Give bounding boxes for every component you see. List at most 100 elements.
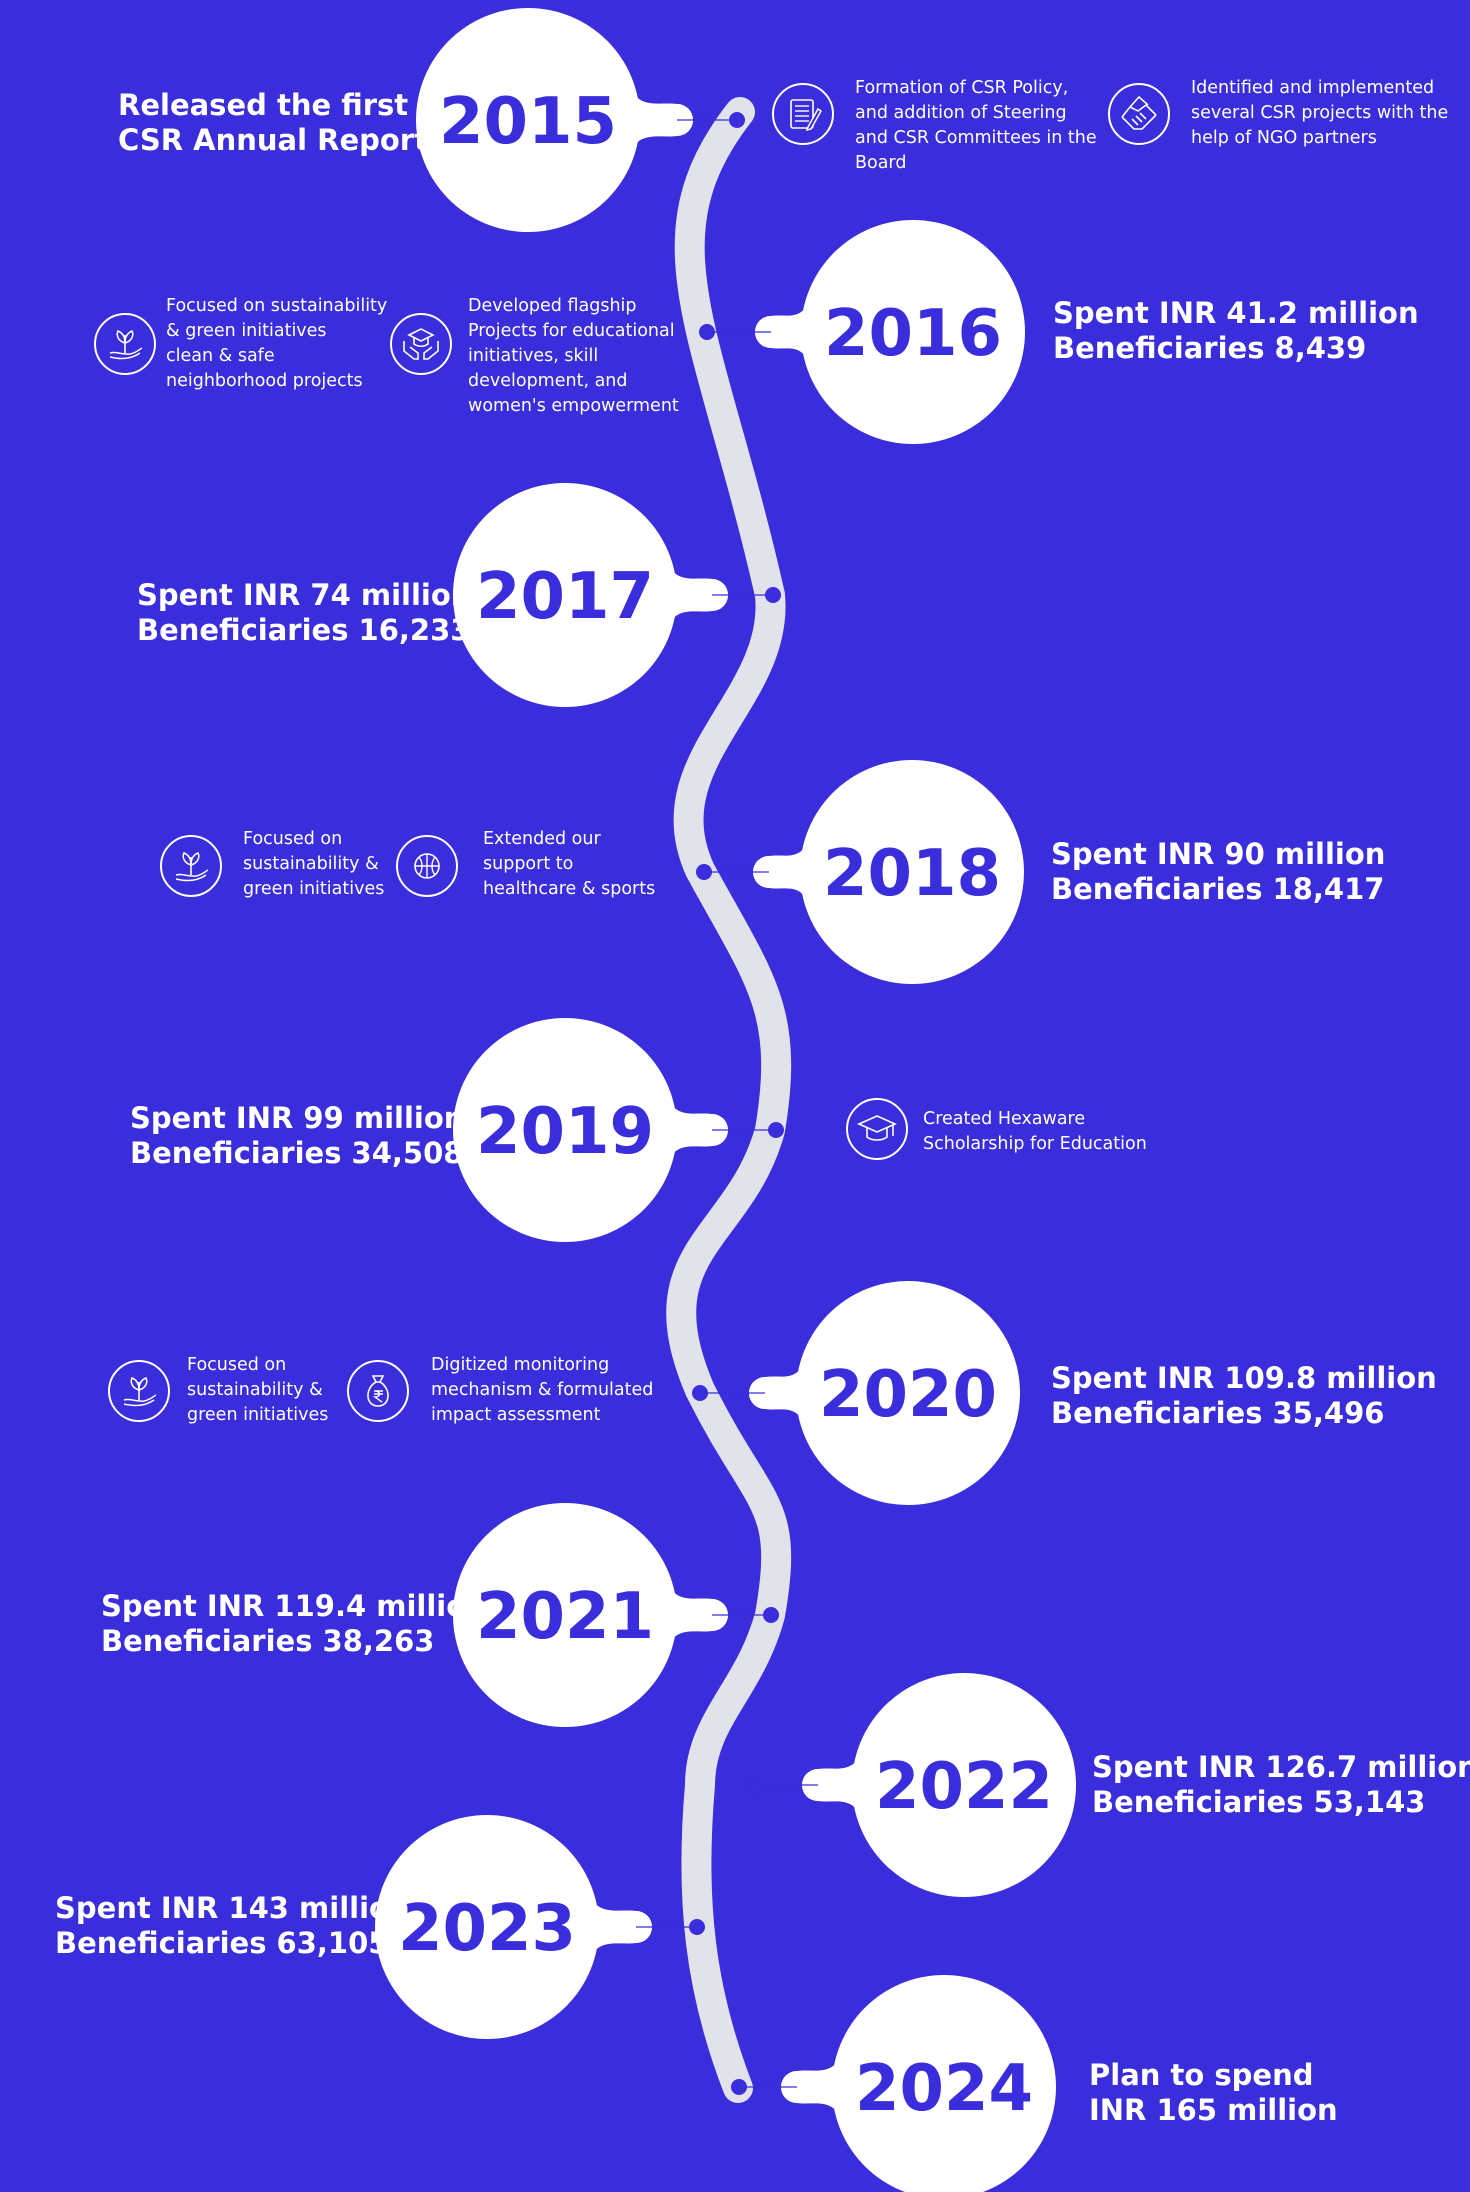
note-line: and addition of Steering: [855, 103, 1067, 123]
note-line: Scholarship for Education: [923, 1134, 1147, 1154]
year-circle: [416, 8, 640, 232]
summary-line: INR 165 million: [1089, 2093, 1338, 2127]
year-circle: [801, 220, 1025, 444]
milestone-note: Digitized monitoring mechanism & formulat…: [431, 1353, 653, 1428]
milestone-2023: 2023: [375, 1815, 705, 2039]
summary-line: Beneficiaries 16,233: [137, 613, 471, 647]
milestone-2021: 2021: [453, 1503, 779, 1727]
note-line: sustainability &: [187, 1380, 323, 1400]
year-circle: [796, 1281, 1020, 1505]
milestone-note: Extended our support to healthcare & sport…: [483, 827, 655, 902]
timeline-node: [765, 587, 781, 603]
year-circle: [852, 1673, 1076, 1897]
summary-line: CSR Annual Report: [118, 123, 428, 157]
timeline-node: [689, 1919, 705, 1935]
plant-hand-icon: [108, 1360, 170, 1422]
plant-hand-icon: [94, 313, 156, 375]
note-line: several CSR projects with the: [1191, 103, 1449, 123]
summary-line: Beneficiaries 38,263: [101, 1624, 435, 1658]
summary-line: Spent INR 126.7 million: [1092, 1750, 1470, 1784]
year-circle: [453, 1503, 677, 1727]
note-line: mechanism & formulated: [431, 1380, 654, 1400]
note-line: support to: [483, 854, 574, 874]
graduation-hands-icon: [390, 313, 452, 375]
year-label: 2021: [476, 1580, 654, 1654]
milestone-note: Identified and implemented several CSR pr…: [1191, 76, 1448, 151]
note-line: green initiatives: [243, 879, 385, 899]
handshake-icon: [1108, 83, 1170, 145]
year-circle: [453, 1018, 677, 1242]
year-label: 2020: [819, 1358, 997, 1432]
note-line: women's empowerment: [468, 396, 679, 416]
milestone-2020: 2020: [692, 1281, 1020, 1505]
year-label: 2017: [476, 560, 654, 634]
note-line: initiatives, skill: [468, 346, 599, 366]
timeline-node: [763, 1607, 779, 1623]
milestone-note: Focused on sustainability & green initiati…: [187, 1353, 328, 1428]
note-line: Created Hexaware: [923, 1109, 1086, 1129]
note-line: & green initiatives: [166, 321, 327, 341]
year-circle: [375, 1815, 599, 2039]
plant-hand-icon: [160, 835, 222, 897]
year-label: 2022: [875, 1750, 1053, 1824]
note-line: Focused on sustainability: [166, 296, 388, 316]
timeline-node: [729, 112, 745, 128]
note-line: and CSR Committees in the: [855, 128, 1097, 148]
milestone-2016: 2016: [699, 220, 1025, 444]
timeline-node: [696, 864, 712, 880]
summary-line: Spent INR 41.2 million: [1053, 296, 1419, 330]
note-line: Developed flagship: [468, 296, 637, 316]
note-line: Formation of CSR Policy,: [855, 78, 1069, 98]
year-circle: [453, 483, 677, 707]
timeline-node: [731, 2079, 747, 2095]
summary-line: Beneficiaries 53,143: [1092, 1785, 1426, 1819]
summary-line: Spent INR 74 million: [137, 578, 472, 612]
year-label: 2023: [398, 1892, 576, 1966]
note-line: Board: [855, 153, 907, 173]
summary-line: Plan to spend: [1089, 2058, 1314, 2092]
summary-line: Spent INR 90 million: [1051, 837, 1386, 871]
note-line: green initiatives: [187, 1405, 329, 1425]
summary-line: Beneficiaries 34,508: [130, 1136, 464, 1170]
milestone-2019: 2019: [453, 1018, 784, 1242]
summary-line: Released the first: [118, 88, 409, 122]
note-line: Projects for educational: [468, 321, 675, 341]
summary-line: Beneficiaries 35,496: [1051, 1396, 1385, 1430]
summary-line: Spent INR 143 million: [55, 1891, 410, 1925]
ball-icon: [396, 835, 458, 897]
note-line: help of NGO partners: [1191, 128, 1377, 148]
timeline-node: [699, 324, 715, 340]
milestone-note: Formation of CSR Policy, and addition of …: [855, 76, 1097, 176]
year-label: 2019: [476, 1095, 654, 1169]
money-bag-icon: [347, 1360, 409, 1422]
note-line: Focused on: [243, 829, 343, 849]
timeline-node: [745, 1777, 761, 1793]
note-line: Extended our: [483, 829, 601, 849]
milestone-2024: 2024: [731, 1975, 1056, 2192]
note-line: Focused on: [187, 1355, 287, 1375]
summary-line: Spent INR 109.8 million: [1051, 1361, 1437, 1395]
milestone-2015: 2015: [416, 8, 745, 232]
note-line: Identified and implemented: [1191, 78, 1435, 98]
note-line: healthcare & sports: [483, 879, 656, 899]
summary-line: Spent INR 99 million: [130, 1101, 465, 1135]
timeline-node: [768, 1122, 784, 1138]
summary-line: Beneficiaries 18,417: [1051, 872, 1385, 906]
timeline-node: [692, 1385, 708, 1401]
year-circle: [832, 1975, 1056, 2192]
year-label: 2018: [823, 837, 1001, 911]
milestone-note: Focused on sustainability & green initiat…: [166, 294, 387, 394]
milestone-2017: 2017: [453, 483, 781, 707]
note-line: Digitized monitoring: [431, 1355, 610, 1375]
milestone-2018: 2018: [696, 760, 1024, 984]
